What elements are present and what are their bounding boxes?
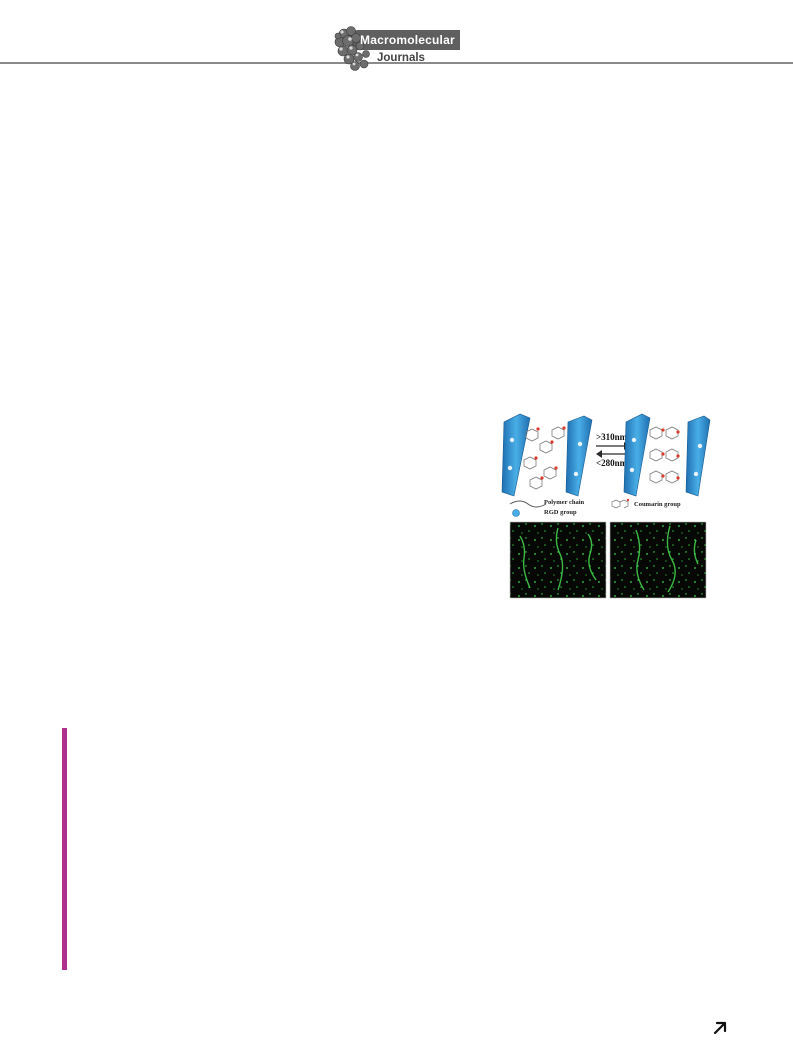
fluorescence-images bbox=[509, 521, 707, 599]
logo-title-text: Macromolecular bbox=[360, 33, 455, 47]
polymer-chain-icon bbox=[509, 500, 547, 508]
legend-rgd-group: RGD group bbox=[544, 509, 577, 516]
journal-logo: Macromolecular Journals bbox=[330, 22, 460, 74]
graphical-abstract-figure: >310nm <280nm Polymer chain RGD group bbox=[501, 413, 711, 599]
fluorescence-image-left bbox=[509, 521, 607, 599]
hydrogel-right-pair bbox=[623, 413, 711, 497]
coumarin-group-icon bbox=[611, 499, 629, 509]
accent-bar bbox=[62, 728, 67, 970]
header-rule bbox=[0, 62, 793, 64]
label-reverse: <280nm bbox=[596, 458, 628, 468]
logo-tab bbox=[348, 30, 460, 50]
rgd-group-icon bbox=[512, 509, 520, 517]
arrow-up-right-icon[interactable] bbox=[712, 1020, 728, 1036]
legend-coumarin-group: Coumarin group bbox=[634, 501, 681, 508]
label-forward: >310nm bbox=[596, 432, 628, 442]
fluorescence-image-right bbox=[609, 521, 707, 599]
figure-legend: Polymer chain RGD group Coumarin group bbox=[509, 498, 681, 517]
legend-polymer-chain: Polymer chain bbox=[544, 499, 585, 506]
hydrogel-left-pair bbox=[501, 413, 593, 497]
molecule-logo-icon bbox=[334, 26, 370, 71]
logo-subtitle-text: Journals bbox=[377, 52, 425, 64]
